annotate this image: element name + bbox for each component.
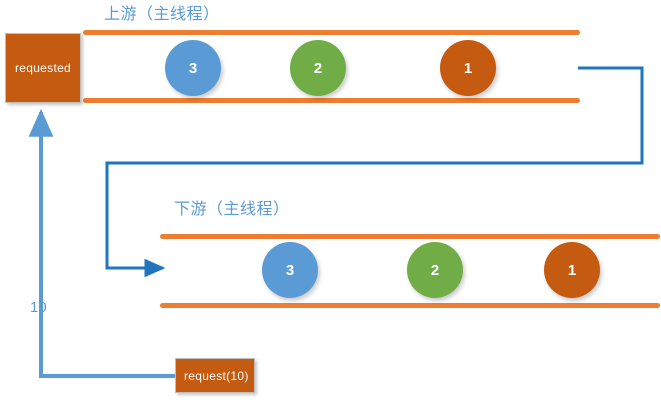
downstream-rail-bottom (160, 303, 660, 308)
requested-box: requested (5, 33, 81, 103)
upstream-token-1: 1 (440, 40, 496, 96)
upstream-lane-title: 上游（主线程） (104, 4, 220, 23)
demand-count-label: 10 (30, 299, 47, 316)
connector-request-to-requested (28, 108, 175, 378)
upstream-token-2: 2 (290, 40, 346, 96)
downstream-lane-title: 下游（主线程） (174, 199, 290, 218)
downstream-token-1: 1 (544, 242, 600, 298)
upstream-token-3: 3 (165, 40, 221, 96)
downstream-token-3: 3 (262, 242, 318, 298)
connector-upstream-to-downstream (105, 66, 644, 278)
request-call-box: request(10) (175, 358, 255, 393)
downstream-token-2: 2 (407, 242, 463, 298)
upstream-rail-bottom (83, 98, 580, 103)
downstream-rail-top (160, 234, 660, 239)
upstream-rail-top (83, 30, 580, 35)
